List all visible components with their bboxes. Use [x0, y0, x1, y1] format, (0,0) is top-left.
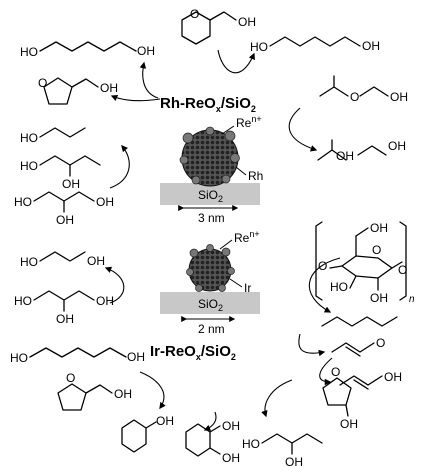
molecule-cyclohexanol: OH: [121, 414, 174, 453]
svg-text:OH: OH: [285, 455, 303, 469]
svg-text:OH: OH: [96, 195, 114, 209]
ir-metal-label: Ir: [244, 281, 251, 295]
molecule-butanol: HO: [20, 127, 86, 145]
ir-catalyst: SiO2 Ren+ Ir 2 nm Ir-ReOx/SiO2: [150, 229, 260, 362]
arrow-to-butanol: [109, 144, 130, 189]
ir-metal-pointer: [229, 278, 243, 288]
svg-text:OH: OH: [96, 294, 114, 308]
rh-size-label: 3 nm: [198, 211, 225, 225]
svg-text:HO: HO: [242, 437, 260, 451]
molecule-thf-methanol-ir: O OH: [57, 371, 132, 411]
ir-silica-support: [160, 292, 260, 314]
svg-text:OH: OH: [127, 350, 145, 364]
rh-catalyst-title: Rh-ReOx/SiO2: [160, 95, 256, 114]
arrow-from-thf-rh: [110, 94, 161, 102]
ir-support-label: SiO2: [198, 297, 223, 313]
molecule-thp-methanol: O OH: [181, 7, 256, 45]
svg-text:HO: HO: [10, 351, 28, 365]
svg-text:OH: OH: [384, 370, 402, 384]
molecule-hydroxy-thf: O OH: [322, 365, 358, 431]
svg-text:HO: HO: [14, 294, 32, 308]
svg-text:OH: OH: [62, 177, 80, 191]
svg-text:O: O: [398, 263, 407, 277]
arrow-to-cyclohexanol: [139, 371, 166, 410]
svg-text:OH: OH: [362, 39, 380, 53]
svg-text:O: O: [372, 243, 381, 257]
svg-text:HO: HO: [20, 131, 38, 145]
rh-re-pointer: [221, 125, 235, 135]
rh-metal-label: Rh: [248, 169, 263, 183]
molecule-crotonaldehyde: O: [331, 336, 385, 357]
molecule-butanediol: HO OH: [20, 155, 101, 191]
svg-text:HO: HO: [20, 159, 38, 173]
svg-text:HO: HO: [20, 255, 38, 269]
svg-text:OH: OH: [87, 254, 105, 268]
molecule-crotyl-alcohol: OH: [339, 370, 402, 390]
ir-re-pointer: [219, 239, 233, 250]
ir-reox-clusters: [186, 244, 235, 292]
svg-text:OH: OH: [114, 387, 132, 401]
arrow-to-pentanediol-rh: [139, 61, 159, 99]
rh-silica-support: [160, 183, 260, 205]
svg-text:HO: HO: [250, 40, 268, 54]
arrow-to-cyclohexanediol: [203, 411, 217, 431]
svg-text:O: O: [38, 76, 47, 90]
svg-text:n: n: [409, 294, 415, 305]
arrow-to-propanediol: [104, 266, 125, 304]
svg-text:OH: OH: [56, 312, 74, 326]
reaction-arrows: [104, 49, 341, 431]
svg-text:OH: OH: [222, 419, 240, 433]
molecule-glycerol-ir: HO OH OH: [14, 290, 114, 326]
svg-text:O: O: [190, 7, 199, 21]
molecule-isopropanol: OH: [317, 139, 354, 163]
arrow-to-butanediol-13: [261, 379, 293, 418]
svg-text:O: O: [318, 259, 327, 273]
svg-text:OH: OH: [336, 149, 354, 163]
arrow-cellulose-to-hexane: [308, 257, 341, 313]
molecule-isopropoxyethanol: O OH: [319, 75, 408, 104]
svg-text:O: O: [66, 371, 75, 385]
svg-text:HO: HO: [330, 280, 348, 294]
svg-text:HO: HO: [20, 45, 38, 59]
molecule-pentanediol-ir: HO OH: [10, 347, 145, 365]
molecule-hexanediol: HO OH: [250, 36, 380, 54]
arrow-to-crotyl-alcohol: [319, 357, 333, 386]
svg-text:OH: OH: [370, 291, 388, 305]
molecule-ethanol: OH: [357, 139, 406, 156]
svg-text:OH: OH: [390, 90, 408, 104]
molecule-hexane: [321, 316, 398, 327]
molecule-propanediol: HO OH: [20, 251, 105, 269]
molecule-pentanediol-rh: HO OH: [20, 41, 155, 59]
svg-text:O: O: [331, 365, 340, 379]
svg-text:OH: OH: [238, 15, 256, 29]
svg-text:OH: OH: [388, 139, 406, 153]
svg-text:HO: HO: [14, 195, 32, 209]
svg-text:OH: OH: [137, 44, 155, 58]
molecule-thf-methanol-rh: O OH: [38, 76, 118, 105]
arrow-to-crotonaldehyde: [298, 333, 326, 357]
svg-text:OH: OH: [156, 414, 174, 428]
arrow-thp-to-hexanediol: [217, 49, 255, 74]
molecule-cyclohexanediol: OH OH: [185, 419, 240, 465]
svg-text:O: O: [350, 90, 359, 104]
svg-text:OH: OH: [56, 213, 74, 227]
ir-catalyst-title: Ir-ReOx/SiO2: [150, 343, 236, 362]
svg-text:OH: OH: [370, 221, 388, 235]
rh-reox-clusters: [179, 126, 240, 185]
rh-re-label: Ren+: [236, 114, 262, 130]
svg-text:OH: OH: [340, 417, 358, 431]
rh-support-label: SiO2: [198, 188, 223, 204]
svg-text:O: O: [376, 336, 385, 350]
rh-catalyst: Rh-ReOx/SiO2 SiO2 Ren+ Rh 3 nm: [160, 95, 263, 225]
molecule-butanediol-13: HO OH: [242, 433, 323, 469]
molecule-glycerol-rh: HO OH OH: [14, 191, 114, 227]
ir-size-label: 2 nm: [198, 322, 225, 336]
arrow-to-isopropanol: [288, 107, 318, 152]
ir-re-label: Ren+: [234, 229, 260, 245]
svg-text:OH: OH: [222, 451, 240, 465]
rh-metal-pointer: [235, 166, 247, 176]
svg-text:OH: OH: [100, 81, 118, 95]
molecule-cellulose: OH O O HO OH O n: [315, 221, 415, 305]
